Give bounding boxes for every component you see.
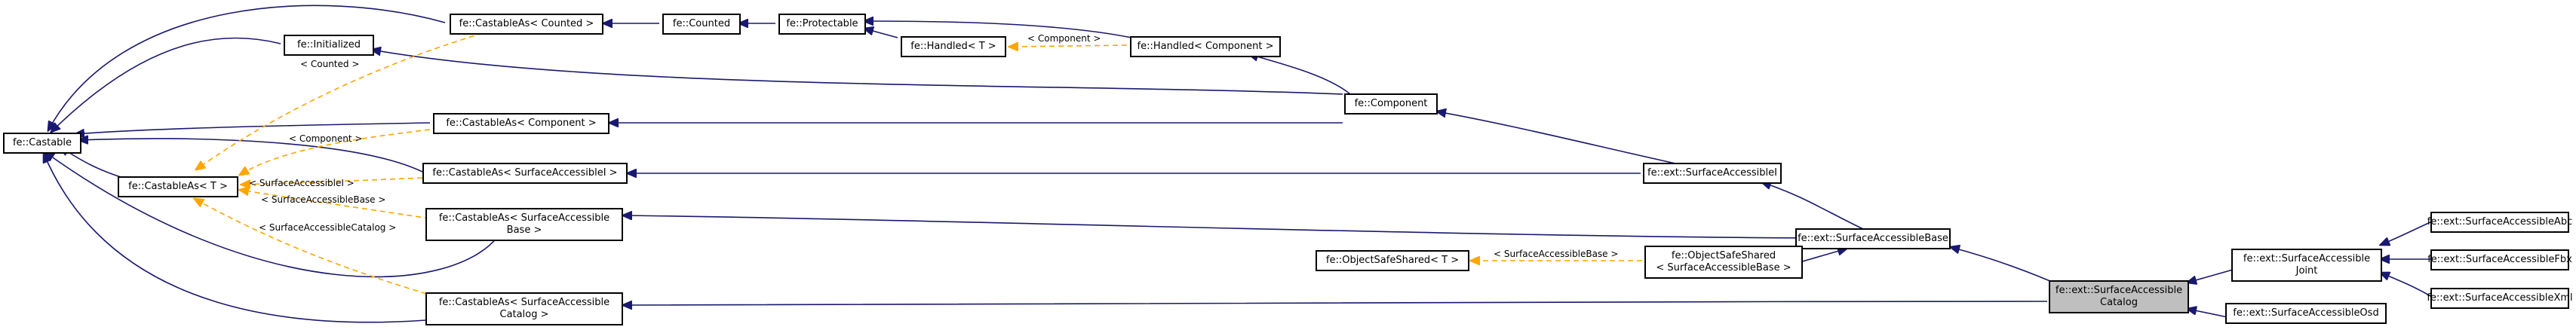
node-initialized[interactable]: fe::Initialized [284,35,374,56]
edge-joint-to-sac [2188,269,2234,283]
tedge-surface-accessible-base [240,190,431,219]
node-surface-accessible-osd[interactable]: fe::ext::SurfaceAccessibleOsd [2225,303,2387,324]
node-castable-as-surface-accessible-catalog[interactable]: fe::CastableAs< SurfaceAccessible Catalo… [425,292,623,325]
node-surface-accessible-abc[interactable]: fe::ext::SurfaceAccessibleAbc [2427,212,2572,233]
node-surface-accessible-base[interactable]: fe::ext::SurfaceAccessibleBase [1795,228,1951,249]
edge-castableas-counted-to-castable [48,5,446,130]
node-handled-t[interactable]: fe::Handled< T > [901,36,1006,57]
node-surface-accessible-joint[interactable]: fe::ext::SurfaceAccessible Joint [2231,249,2382,282]
node-castable-as-component[interactable]: fe::CastableAs< Component > [433,113,609,134]
edge-oss-base-to-sab [1799,249,1847,263]
edge-castableas-sab-to-castable [45,152,499,278]
node-castable-as-surface-accessible-i[interactable]: fe::CastableAs< SurfaceAccessibleI > [422,163,628,184]
edge-component-to-handled-component [1249,54,1351,95]
tedge-surface-accessible-catalog [195,199,453,302]
edge-xml-to-joint [2381,273,2433,298]
tedge-counted [196,32,484,170]
node-surface-accessible-xml[interactable]: fe::ext::SurfaceAccessibleXml [2427,288,2573,309]
edge-handled-component-to-protectable [864,21,1132,38]
edge-sab-to-sai [1762,182,1864,230]
node-counted[interactable]: fe::Counted [662,14,741,35]
edge-castableas-component-to-castable [75,122,431,134]
edge-label-object-safe-base: < SurfaceAccessibleBase > [1494,249,1619,259]
tedge-surface-accessible-i [241,177,423,185]
edge-sac-to-castableas-sac [623,301,2048,305]
edge-label-surface-accessible-i: < SurfaceAccessibleI > [249,178,355,188]
node-object-safe-shared-t[interactable]: fe::ObjectSafeShared< T > [1316,250,1469,271]
edge-label-handled-component: < Component > [1027,33,1101,44]
node-protectable[interactable]: fe::Protectable [778,14,866,35]
edge-abc-to-joint [2381,221,2433,245]
node-castable-as-t[interactable]: fe::CastableAs< T > [118,176,238,197]
edge-castableas-sai-to-castable [79,139,423,173]
edge-castableas-sac-to-castable [44,154,446,323]
edge-label-surface-accessible-base: < SurfaceAccessibleBase > [261,194,386,205]
edge-osd-to-sac [2188,309,2232,319]
edge-handled-t-to-protectable [864,29,898,38]
edge-initialized-to-castable [51,37,281,132]
edge-label-component: < Component > [289,133,363,144]
node-handled-component[interactable]: fe::Handled< Component > [1130,36,1281,57]
node-surface-accessible-catalog[interactable]: fe::ext::SurfaceAccessible Catalog [2049,280,2189,313]
node-castable[interactable]: fe::Castable [3,133,81,154]
node-surface-accessible-fbx[interactable]: fe::ext::SurfaceAccessibleFbx [2427,249,2572,270]
node-castable-as-surface-accessible-base[interactable]: fe::CastableAs< SurfaceAccessible Base > [425,208,623,241]
node-object-safe-shared-base[interactable]: fe::ObjectSafeShared < SurfaceAccessible… [1644,246,1803,279]
edge-label-counted: < Counted > [300,59,360,69]
edge-sab-to-castableas-sab [623,215,1853,239]
edge-component-to-initialized [372,50,1343,95]
tedge-component [240,129,431,175]
edge-sac-to-sab [1951,247,2063,287]
edge-label-surface-accessible-catalog: < SurfaceAccessibleCatalog > [259,222,397,233]
edge-sai-to-component [1437,112,1683,166]
node-surface-accessible-i[interactable]: fe::ext::SurfaceAccessibleI [1643,163,1782,184]
node-castable-as-counted[interactable]: fe::CastableAs< Counted > [450,14,603,35]
node-component[interactable]: fe::Component [1344,93,1438,115]
tedge-handled-component [1009,45,1128,47]
